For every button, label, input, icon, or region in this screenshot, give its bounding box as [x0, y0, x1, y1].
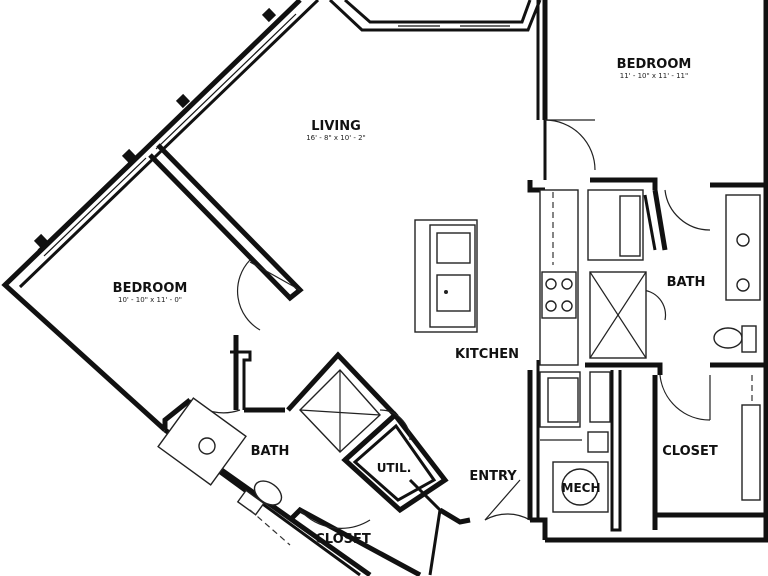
bath-left-label: BATH: [251, 444, 290, 459]
bedroom-right-label: BEDROOM: [617, 57, 692, 72]
kitchen-counter: [539, 189, 611, 453]
mech-unit: [552, 461, 609, 513]
closet-left-label: CLOSET: [315, 532, 371, 547]
left-bath-fixtures: [157, 368, 381, 546]
mech-label: MECH: [562, 481, 601, 495]
bedroom-main-dims: 10' - 10" x 11' - 0": [118, 296, 182, 304]
kitchen-island: [414, 219, 478, 333]
living-label: LIVING: [311, 119, 361, 134]
room-labels: LIVING 16' - 8" x 10' - 2" BEDROOM 10' -…: [113, 57, 718, 547]
right-bath-fixtures: [587, 189, 761, 501]
living-dims: 16' - 8" x 10' - 2": [306, 134, 366, 142]
entry-label: ENTRY: [469, 469, 517, 484]
bath-right-label: BATH: [667, 275, 706, 290]
util-label: UTIL.: [377, 461, 412, 475]
bedroom-right-dims: 11' - 10" x 11' - 11": [620, 72, 688, 80]
kitchen-label: KITCHEN: [455, 347, 519, 362]
door-swings: [189, 119, 711, 529]
bedroom-main-label: BEDROOM: [113, 281, 188, 296]
diagonal-windows: [33, 7, 510, 257]
closet-right-label: CLOSET: [662, 444, 718, 459]
exterior-walls: [1, 0, 768, 543]
